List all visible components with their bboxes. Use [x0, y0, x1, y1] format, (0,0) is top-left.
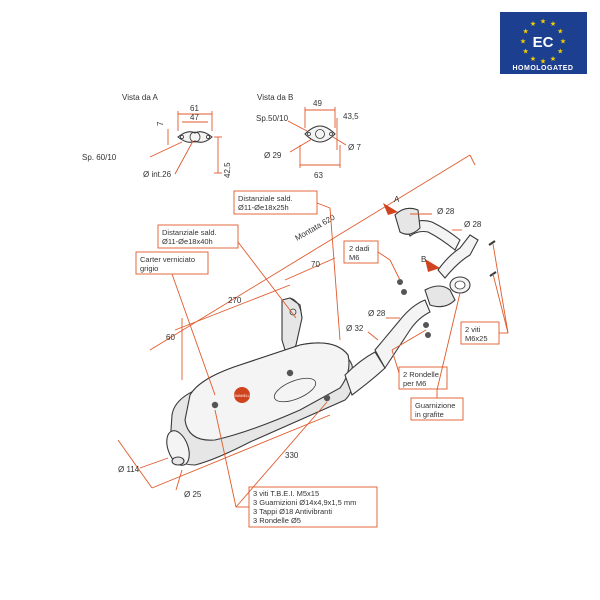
nut-m6: [401, 289, 407, 295]
cover-screw: [286, 369, 294, 377]
tailpipe: [171, 456, 185, 466]
flange-b-part: [424, 285, 456, 308]
flange-view-b: Vista da B 49 Sp.50/10 43,5 Ø 29 Ø 7 63: [256, 93, 361, 180]
flange-b-length: 63: [314, 171, 323, 180]
screws-line-2: M6x25: [465, 334, 488, 343]
nut-m6: [397, 279, 403, 285]
callout-nuts: 2 dadi M6: [343, 240, 401, 281]
eu-star-icon: ★: [540, 18, 546, 26]
end-cap: [166, 430, 190, 466]
flange-a-width-outer: 61: [190, 104, 199, 113]
eu-star-icon: ★: [530, 55, 536, 63]
mid-pipe: [374, 299, 431, 370]
callout-spacer-2: Distanziale sald. Ø11-Øe18x40h: [157, 224, 297, 319]
view-a-arrow: [383, 203, 398, 215]
spacer-1-line-1: Distanziale sald.: [238, 194, 293, 203]
dim-outlet-114: Ø 114: [118, 465, 140, 474]
flange-a-width-inner: 47: [190, 113, 199, 122]
eu-star-icon: ★: [530, 20, 536, 28]
flange-b-bore: [315, 129, 325, 139]
screws-line-1: 2 viti: [465, 325, 481, 334]
dim-body-330: 330: [285, 451, 299, 460]
nuts-line-2: M6: [349, 253, 359, 262]
flange-a-thickness: Sp. 60/10: [82, 153, 117, 162]
badge-background: [500, 12, 587, 74]
flange-b-diameter: Ø 29: [264, 151, 282, 160]
dim-length-70: 70: [311, 260, 320, 269]
eu-star-icon: ★: [557, 48, 563, 56]
callout-gasket: Guarnizione in grafite: [410, 292, 464, 421]
kit-line-3: 3 Tappi Ø18 Antivibranti: [253, 507, 332, 516]
kit-line-2: 3 Guarnizioni Ø14x4,9x1,5 mm: [253, 498, 356, 507]
washer-m6: [423, 322, 429, 328]
gasket-line-1: Guarnizione: [415, 401, 455, 410]
cover-line-1: Carter verniciato: [140, 255, 195, 264]
washers-line-1: 2 Rondelle: [403, 370, 439, 379]
callout-washers: 2 Rondelle per M6: [391, 329, 448, 390]
dim-tailpipe-25: Ø 25: [184, 490, 202, 499]
spacer-1-line-2: Ø11-Øe18x25h: [238, 203, 289, 212]
gasket-line-2: in grafite: [415, 410, 444, 419]
dim-pipe-28-bend: Ø 28: [464, 220, 482, 229]
cover-screw: [323, 394, 331, 402]
eu-star-icon: ★: [560, 38, 566, 46]
nuts-line-1: 2 dadi: [349, 244, 370, 253]
dim-pipe-32: Ø 32: [346, 324, 364, 333]
spacer-2-line-2: Ø11-Øe18x40h: [162, 237, 213, 246]
washer-m6: [425, 332, 431, 338]
view-b-title: Vista da B: [257, 93, 293, 102]
flange-a-height-small: 7: [156, 121, 165, 126]
callout-kit: 3 viti T.B.E.I. M5x15 3 Guarnizioni Ø14x…: [214, 401, 378, 528]
dim-pipe-28-top: Ø 28: [437, 207, 455, 216]
flange-b-offset: 43,5: [343, 112, 359, 121]
flange-a-part: [394, 207, 421, 235]
eu-stars-icon: ★★★★★★★★★★★★: [520, 18, 566, 66]
badge-mark: EC: [533, 34, 554, 51]
kit-line-1: 3 viti T.B.E.I. M5x15: [253, 489, 319, 498]
mounting-bracket: [281, 297, 303, 362]
dim-height-60: 60: [166, 333, 175, 342]
oval-vent: [273, 377, 317, 403]
flange-a-inner-diameter: Ø int.26: [143, 170, 172, 179]
screw-m6: [488, 240, 497, 277]
header-pipe: [437, 234, 479, 279]
eu-star-icon: ★: [523, 28, 529, 36]
eu-star-icon: ★: [557, 28, 563, 36]
eu-star-icon: ★: [523, 48, 529, 56]
spacer-2-line-1: Distanziale sald.: [162, 228, 217, 237]
flange-b-hole-diameter: Ø 7: [348, 143, 361, 152]
flange-b-width: 49: [313, 99, 322, 108]
view-b-arrow: [425, 259, 440, 272]
cover-screw: [211, 401, 219, 409]
flange-b-thickness: Sp.50/10: [256, 114, 289, 123]
callout-cover: Carter verniciato grigio: [135, 251, 216, 396]
inlet-section: [344, 351, 386, 396]
kit-line-4: 3 Rondelle Ø5: [253, 516, 301, 525]
muffler-assembly: GIANNELLI A B: [166, 195, 497, 466]
brand-logo-text: GIANNELLI: [234, 394, 251, 398]
eu-star-icon: ★: [520, 38, 526, 46]
eu-star-icon: ★: [550, 20, 556, 28]
flange-a-outline: [177, 131, 213, 143]
ec-homologated-badge: ★★★★★★★★★★★★ EC HOMOLOGATED: [500, 12, 587, 74]
eu-star-icon: ★: [540, 58, 546, 66]
callout-screws: 2 viti M6x25: [460, 243, 509, 345]
view-b-marker: B: [421, 255, 426, 264]
view-a-title: Vista da A: [122, 93, 159, 102]
eu-star-icon: ★: [550, 55, 556, 63]
flange-a-height: 42,5: [223, 162, 232, 178]
washers-line-2: per M6: [403, 379, 426, 388]
dim-pipe-28-mid: Ø 28: [368, 309, 386, 318]
flange-b-outline: [304, 125, 336, 143]
pipe-diameters: Ø 28 Ø 28 Ø 28 Ø 32: [346, 207, 482, 341]
callout-spacer-1: Distanziale sald. Ø11-Øe18x25h: [233, 190, 341, 341]
dim-length-270: 270: [228, 296, 242, 305]
cover-line-2: grigio: [140, 264, 158, 273]
flange-a-bore: [189, 131, 201, 143]
badge-caption: HOMOLOGATED: [513, 65, 574, 72]
brand-logo: [234, 387, 250, 403]
flange-view-a: Vista da A 61 47 7 42,5 Sp. 60/10 Ø int.…: [82, 93, 232, 179]
view-a-marker: A: [394, 195, 400, 204]
